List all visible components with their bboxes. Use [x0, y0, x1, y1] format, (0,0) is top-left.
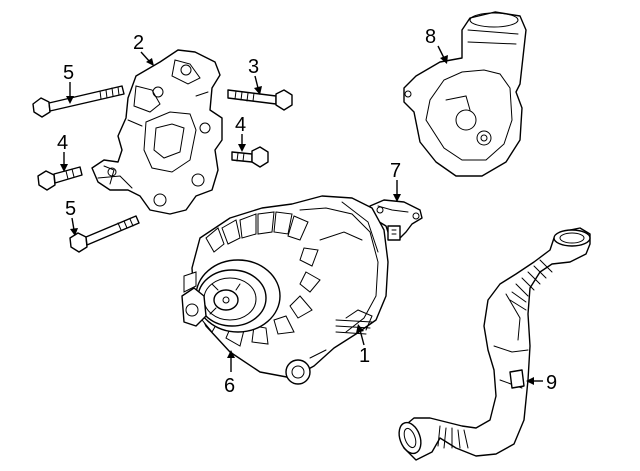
callout-3: 3 [248, 56, 259, 78]
callout-1: 1 [359, 345, 370, 367]
callout-5-upper: 5 [63, 62, 74, 84]
air-shroud [403, 11, 527, 177]
callout-6: 6 [224, 375, 235, 397]
callout-4-right: 4 [235, 114, 246, 136]
air-duct-hose [398, 227, 591, 461]
long-bolt-upper [32, 85, 125, 118]
alternator [181, 195, 389, 385]
callout-7: 7 [390, 160, 401, 182]
long-bolt-lower [69, 215, 140, 253]
pulley [195, 259, 281, 333]
short-bolt-right [231, 146, 269, 168]
leader-lines [60, 45, 543, 385]
cooling-fins [183, 211, 321, 347]
callout-8: 8 [425, 26, 436, 48]
callout-labels: 1 2 3 4 4 5 5 6 7 8 9 [57, 26, 557, 397]
short-bolt-left [37, 166, 83, 191]
callout-5-lower: 5 [65, 198, 76, 220]
callout-9: 9 [546, 372, 557, 394]
bolt-3 [227, 89, 293, 111]
callout-2: 2 [133, 32, 144, 54]
callout-4-left: 4 [57, 132, 68, 154]
mounting-bracket [91, 49, 223, 215]
